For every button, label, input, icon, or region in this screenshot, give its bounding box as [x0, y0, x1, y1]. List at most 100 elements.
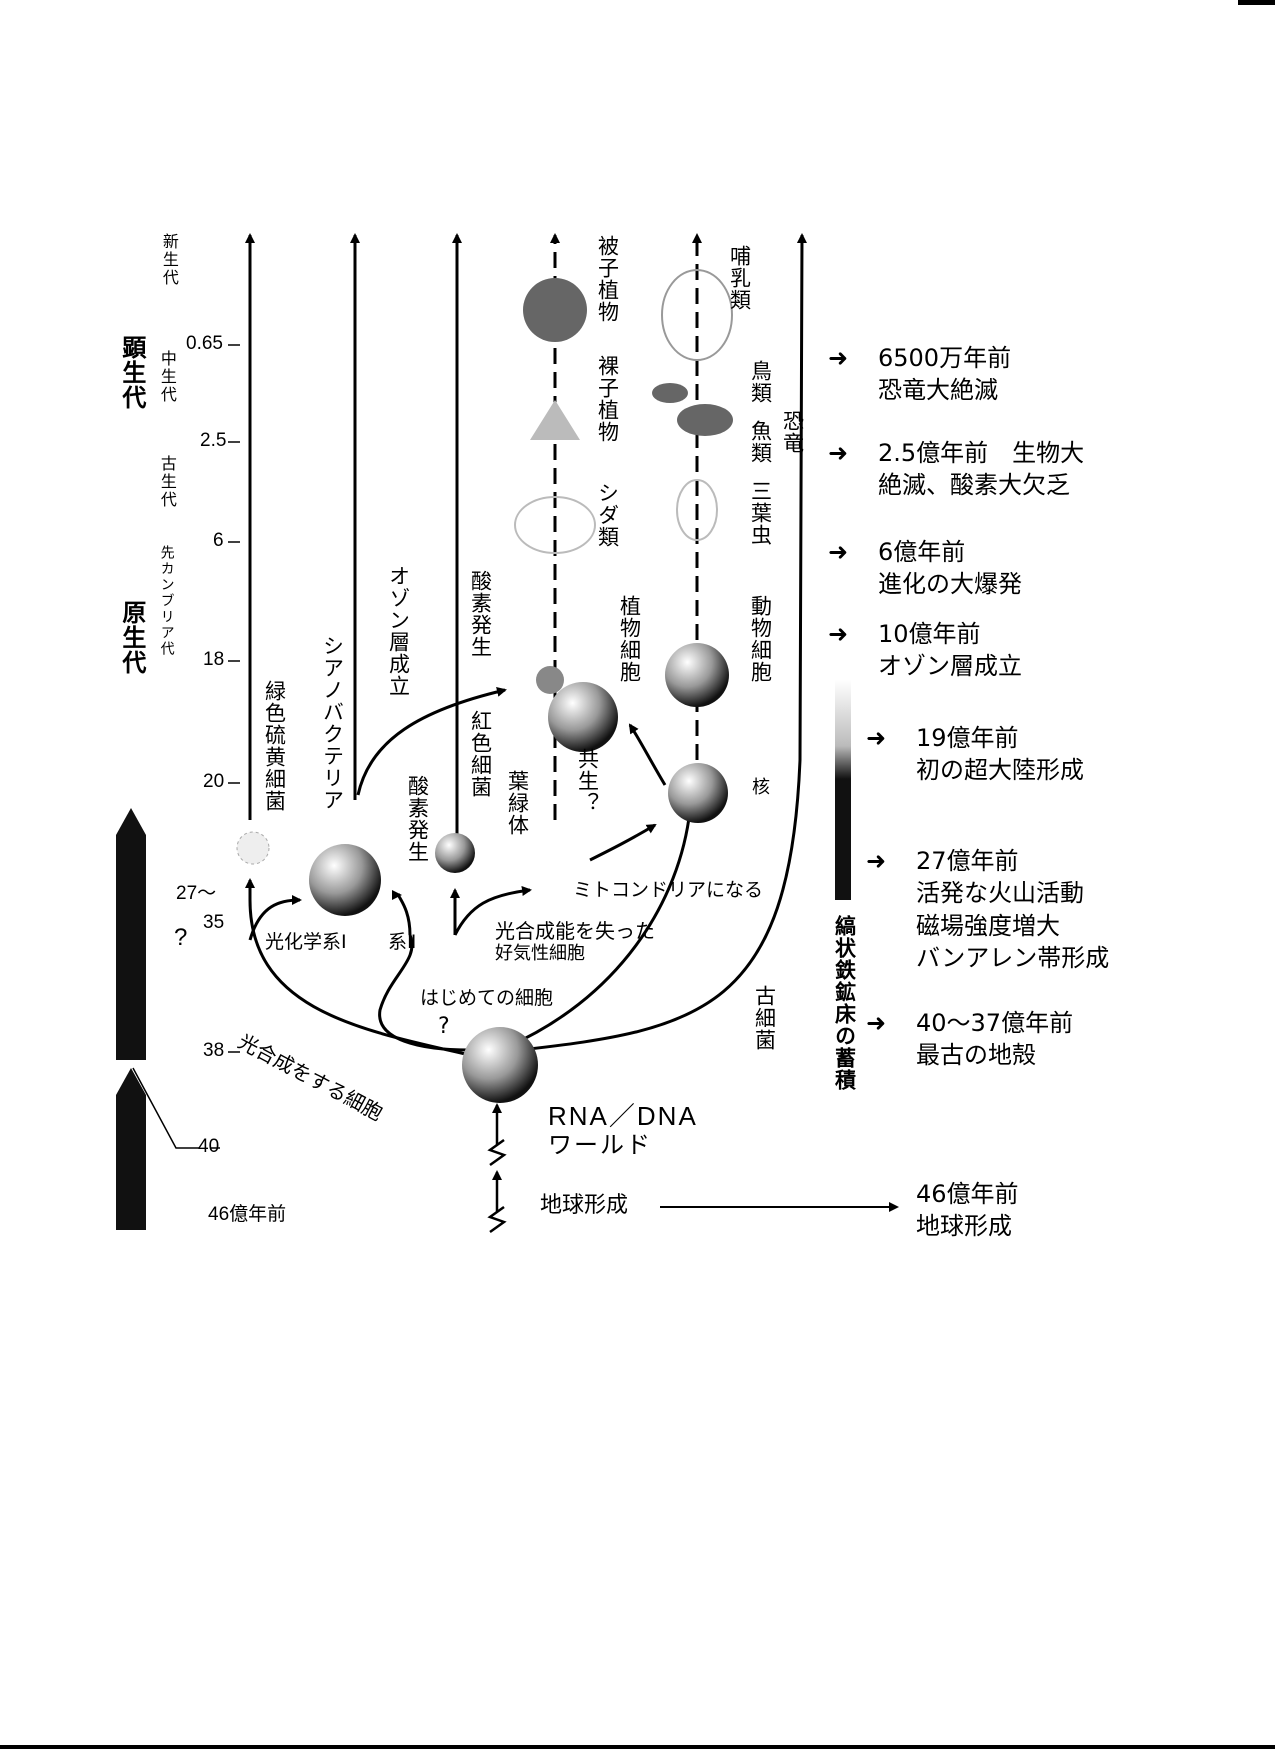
bird-drawing [652, 383, 688, 403]
iron-deposit-bar [835, 680, 851, 900]
green-sulfur-cell [236, 831, 270, 865]
event-k-pg: ➜6500万年前 恐竜大絶滅 [828, 342, 1011, 407]
label-iron-deposits: 縞状鉄鉱床の蓄積 [832, 915, 857, 1091]
event-desc: 地球形成 [916, 1212, 1012, 1241]
event-permian: ➜ 2.5億年前 生物大 絶滅、酸素大欠乏 [828, 437, 1084, 502]
event-arrow-icon: ➜ [866, 1009, 887, 1037]
event-date: 27億年前 [916, 847, 1019, 875]
era-precambrian: 先カンブリア代 [158, 545, 175, 657]
event-desc: 進化の大爆発 [878, 570, 1022, 599]
event-desc: 恐竜大絶滅 [878, 376, 998, 405]
era-paleozoic: 古生代 [157, 455, 177, 509]
branch-ps2 [391, 890, 412, 936]
label-gymnosperm: 裸子植物 [595, 355, 620, 443]
label-fish: 魚類 [748, 420, 773, 464]
label-mammals: 哺乳類 [727, 245, 752, 311]
fish-drawing [677, 404, 733, 436]
event-date: 40～37億年前 [916, 1009, 1074, 1037]
plant-cell [548, 682, 618, 752]
label-oxygen-1: 酸素発生 [405, 775, 430, 863]
axis-tick-marks [210, 344, 240, 1149]
event-cambrian: ➜ 6億年前 進化の大爆発 [828, 536, 1022, 601]
event-arrow-icon: ➜ [828, 620, 849, 648]
label-world: ワールド [548, 1131, 652, 1159]
event-desc: 初の超大陸形成 [916, 756, 1084, 785]
tick-20: 20 [203, 771, 225, 792]
label-aerobic-1: 光合成能を失った [495, 919, 655, 943]
label-mitochondria: ミトコンドリアになる [573, 879, 764, 901]
question-mark-left: ? [174, 924, 188, 951]
branch-curves [245, 686, 695, 1057]
event-arrow-icon: ➜ [828, 538, 849, 566]
label-ps1: 光化学系Ⅰ [265, 931, 347, 953]
label-animal-cell: 動物細胞 [748, 595, 773, 683]
branch-oxygen [356, 686, 507, 796]
event-desc: 最古の地殻 [916, 1041, 1036, 1070]
tick-46: 46億年前 [208, 1204, 287, 1225]
trilobite-drawing [676, 479, 718, 541]
event-volcanic: ➜27億年前 活発な火山活動 磁場強度増大 バンアレン帯形成 [866, 845, 1109, 975]
chloroplast-drawing [536, 666, 564, 694]
branch-ps1 [248, 895, 302, 941]
origin-arrows [487, 1103, 899, 1234]
tick-2-5: 2.5 [200, 430, 227, 451]
event-date: 19億年前 [916, 724, 1019, 752]
eon-phanerozoic: 顕生代 [117, 335, 146, 410]
label-fern: シダ類 [595, 482, 620, 548]
event-earth-formation: 46億年前 地球形成 [916, 1178, 1019, 1243]
tick-40: 40 [198, 1136, 220, 1157]
first-cell [462, 1027, 538, 1103]
event-arrow-icon: ➜ [866, 724, 887, 752]
label-ps2: 系Ⅱ [388, 931, 417, 953]
fern-drawing [514, 496, 596, 554]
event-arrow-icon: ➜ [828, 439, 849, 467]
early-era-bar-lower [116, 1068, 146, 1230]
event-desc: 磁場強度増大 [916, 911, 1060, 940]
event-desc: 絶滅、酸素大欠乏 [878, 471, 1070, 500]
event-date: 6億年前 [878, 538, 966, 566]
label-birds: 鳥類 [748, 360, 773, 404]
label-first-cell: はじめての細胞 [420, 987, 554, 1009]
corner-mark [1238, 0, 1275, 5]
arrow-archaea [519, 233, 807, 1052]
event-ozone: ➜ 10億年前 オゾン層成立 [828, 618, 1022, 683]
event-desc: オゾン層成立 [878, 652, 1022, 681]
branch-left-of-first [378, 934, 471, 1052]
label-symbiosis: 共生？ [575, 748, 600, 814]
tick-0-65: 0.65 [186, 333, 223, 354]
branch-to-plant [628, 723, 667, 786]
tick-6: 6 [213, 530, 224, 551]
tick-27: 27～ [176, 883, 217, 904]
gymnosperm-drawing [530, 400, 580, 440]
animal-cell [665, 643, 729, 707]
tick-38: 38 [203, 1040, 225, 1061]
eon-proterozoic: 原生代 [117, 600, 146, 675]
event-supercontinent: ➜ 19億年前 初の超大陸形成 [866, 722, 1084, 787]
tick-35: 35 [203, 912, 225, 933]
label-ozone: オゾン層成立 [386, 565, 411, 697]
photosynthetic-cell [309, 844, 381, 916]
event-date: 46億年前 [916, 1180, 1019, 1208]
branch-mito-main [499, 808, 695, 1052]
tick-18: 18 [203, 649, 225, 670]
event-date: 2.5億年前 生物大 [878, 439, 1085, 467]
early-era-bar-upper [116, 808, 146, 1060]
label-green-sulfur: 緑色硫黄細菌 [262, 680, 287, 812]
label-cyanobacteria: シアノバクテリア [320, 635, 345, 811]
branch-photosynthetic [245, 878, 471, 1057]
branch-mito [589, 823, 657, 862]
label-oxygen-2: 酸素発生 [468, 570, 493, 658]
flower-drawing [523, 278, 587, 342]
label-earth-formation: 地球形成 [540, 1193, 629, 1218]
event-date: 10億年前 [878, 620, 981, 648]
label-aerobic-2: 好気性細胞 [495, 943, 585, 964]
branch-aerobic [453, 886, 532, 936]
label-rna-dna: RNA／DNA [548, 1101, 698, 1131]
label-angiosperm: 被子植物 [595, 235, 620, 323]
event-desc: 活発な火山活動 [916, 879, 1084, 908]
label-archaea: 古細菌 [752, 985, 777, 1051]
organism-drawings [236, 269, 733, 1103]
label-chloroplast: 葉緑体 [505, 770, 530, 836]
